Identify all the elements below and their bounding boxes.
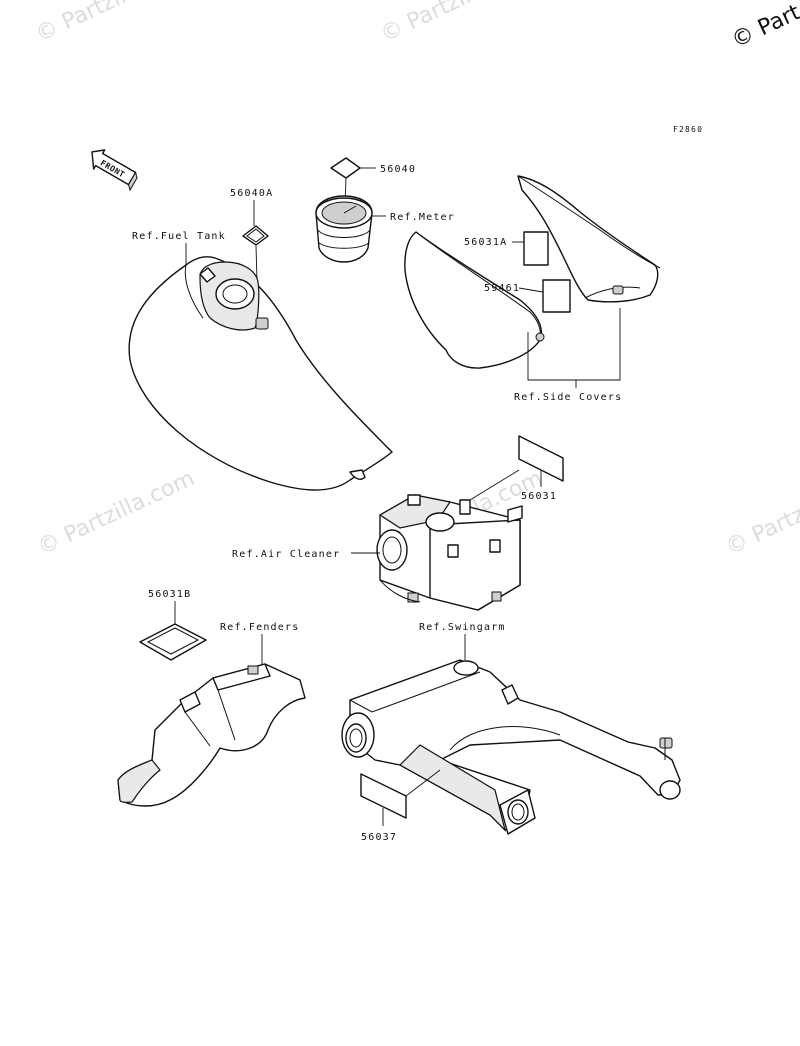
label-56031: 56031 (469, 435, 564, 502)
front-arrow-icon: FRONT (91, 149, 138, 192)
ref-meter-label: Ref.Meter (390, 212, 455, 223)
ref-air-cleaner-label: Ref.Air Cleaner (232, 549, 340, 560)
figure-code: F2860 (673, 125, 703, 134)
label-56037-sticker (360, 773, 407, 819)
part-number-59461: 59461 (484, 283, 520, 294)
side-cover-left (404, 231, 542, 369)
part-number-56037: 56037 (361, 832, 397, 843)
fenders: 56031B Ref.Fenders (117, 589, 306, 807)
label-56040-sticker (330, 157, 361, 179)
label-56031-sticker (518, 435, 564, 482)
label-56040A: 56040A (230, 188, 273, 316)
ref-swingarm-label: Ref.Swingarm (419, 622, 506, 633)
fuel-tank: Ref.Fuel Tank (128, 231, 393, 491)
part-number-56031: 56031 (521, 491, 557, 502)
part-number-56031B: 56031B (148, 589, 191, 600)
label-59461-sticker (542, 279, 571, 313)
copyright-text: © Part (728, 0, 800, 53)
part-number-56040: 56040 (380, 164, 416, 175)
rear-fender (117, 663, 306, 807)
watermark-top-left: © Partzilla.com (32, 0, 196, 47)
label-56031A-sticker (523, 231, 549, 266)
label-56031B-sticker (139, 623, 207, 661)
part-number-56031A: 56031A (464, 237, 507, 248)
fuel-tank-body (128, 256, 393, 491)
side-covers: 56031A 59461 Ref.Side Covers (404, 175, 661, 403)
swingarm: Ref.Swingarm 56037 (341, 622, 681, 843)
ref-fenders-label: Ref.Fenders (220, 622, 299, 633)
air-cleaner: Ref.Air Cleaner (232, 494, 523, 611)
watermark-mid-left: © Partzilla.com (34, 466, 198, 560)
ref-side-covers-label: Ref.Side Covers (514, 392, 622, 403)
meter-assembly: 56040 Ref.Meter (315, 157, 455, 263)
watermark-mid-right: © Partzilla.com (722, 466, 800, 560)
watermark-top-center: © Partzilla.com (377, 0, 541, 47)
ref-fuel-tank-label: Ref.Fuel Tank (132, 231, 226, 242)
part-number-56040A: 56040A (230, 188, 273, 199)
side-cover-right (517, 175, 659, 303)
